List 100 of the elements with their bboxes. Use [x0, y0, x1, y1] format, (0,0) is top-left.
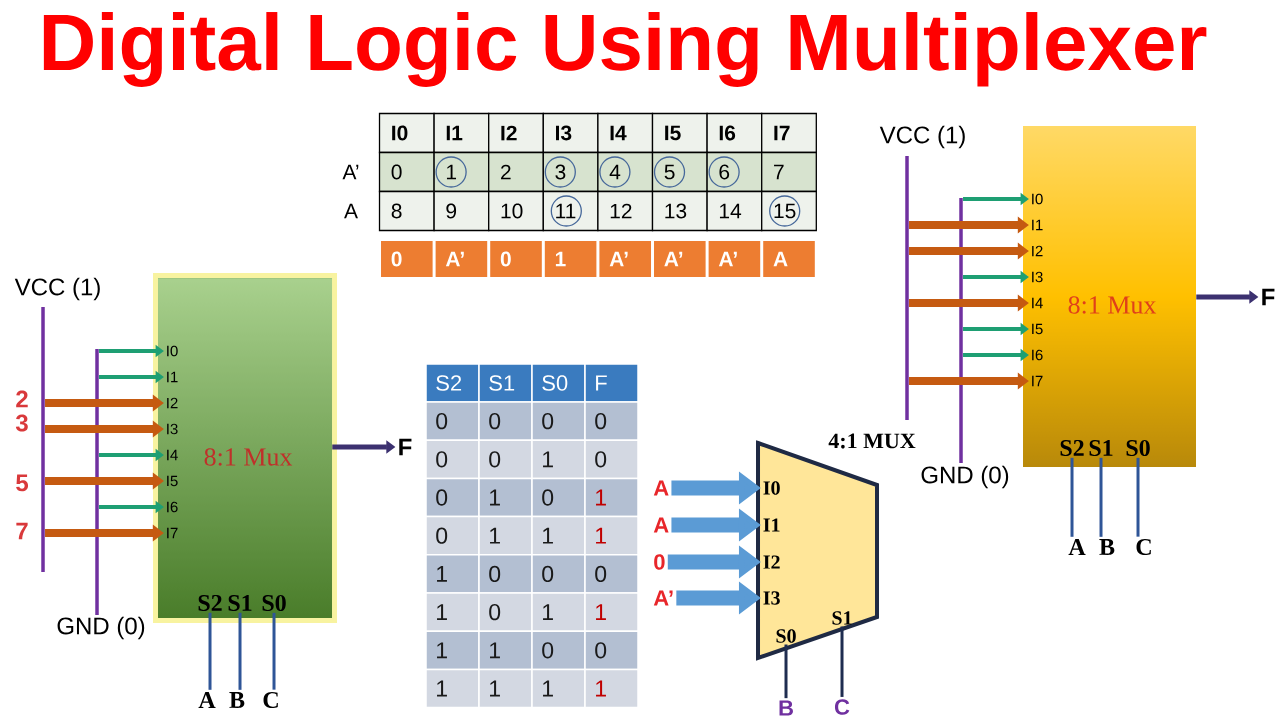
callout-number: 2	[16, 390, 28, 408]
pin-label: I1	[1032, 219, 1043, 231]
output-label: F	[1262, 288, 1275, 306]
header-cell: I5	[651, 112, 708, 154]
table-cell: 1	[584, 592, 639, 632]
table-cell: 0	[425, 401, 480, 441]
pin-label: I3	[167, 423, 178, 435]
table-cell: A’	[654, 241, 706, 277]
input-label: B	[229, 692, 245, 708]
pin-label: S1	[1089, 439, 1113, 457]
table-cell: 0	[425, 439, 480, 480]
pin-label: S1	[832, 611, 852, 625]
input-label: C	[1136, 538, 1151, 556]
header-cell: I4	[597, 112, 654, 154]
table-cell: 1	[425, 668, 480, 709]
table-cell: 1	[425, 592, 480, 632]
table-cell: 0	[425, 477, 480, 518]
table-cell: 7	[761, 151, 817, 193]
table-cell: 6	[706, 151, 763, 193]
table-cell: 0	[531, 401, 586, 441]
table-cell: 1	[584, 477, 639, 518]
pin-label: S0	[262, 594, 286, 612]
select-line	[272, 612, 276, 690]
row-label: A’	[342, 164, 359, 180]
pin-label: I5	[167, 475, 178, 487]
output-label: F	[399, 438, 412, 456]
table-cell: 0	[478, 554, 533, 594]
pin-label: I2	[763, 555, 780, 569]
pin-label: I2	[167, 397, 178, 409]
pin-label: S0	[776, 629, 796, 643]
pin-label: I3	[763, 591, 780, 605]
pin-label: I6	[167, 501, 178, 513]
input-label: A	[198, 692, 216, 708]
table-cell: 1	[544, 241, 597, 277]
table-cell: 0	[584, 630, 639, 671]
table-cell: 1	[531, 592, 586, 632]
select-line	[1136, 457, 1140, 537]
table-cell: 0	[381, 241, 433, 277]
table-cell: A’	[599, 241, 651, 277]
table-cell: 1	[478, 515, 533, 556]
table-cell: 1	[584, 668, 639, 709]
table-cell: 14	[706, 190, 763, 232]
callout-number: 5	[16, 474, 29, 492]
pin-label: S2	[198, 594, 222, 612]
input-label: A	[1068, 539, 1086, 555]
header-cell: S1	[478, 363, 533, 403]
pin-label: S2	[1060, 439, 1084, 457]
table-cell: 1	[478, 668, 533, 709]
title: Digital Logic Using Multiplexer	[43, 12, 1207, 87]
table-cell: 0	[584, 439, 639, 480]
table-cell: 5	[651, 151, 708, 193]
input-label: 0	[654, 554, 665, 570]
header-cell: I1	[433, 112, 490, 154]
table-cell: 13	[651, 190, 708, 232]
supply-label: GND (0)	[921, 465, 1009, 489]
pin-label: I3	[1032, 271, 1043, 283]
header-cell: F	[584, 363, 639, 403]
input-label: C	[834, 699, 850, 715]
table-cell: 1	[531, 668, 586, 709]
pin-label: I0	[1032, 193, 1043, 205]
table-cell: A’	[435, 241, 488, 277]
input-label: A	[653, 480, 669, 496]
pin-label: S1	[228, 594, 252, 612]
table-cell: 1	[584, 515, 639, 556]
header-cell: I7	[761, 112, 817, 154]
pin-label: I1	[763, 518, 780, 532]
table-cell: 0	[531, 477, 586, 518]
table-cell: 15	[761, 190, 817, 232]
pin-label: I1	[167, 371, 178, 383]
pin-label: I0	[167, 345, 178, 357]
table-cell: 0	[490, 241, 542, 277]
input-label: A’	[653, 590, 673, 606]
table-cell: 0	[531, 554, 586, 594]
pin-label: I0	[763, 481, 780, 495]
table-cell: 1	[531, 515, 586, 556]
table-cell: 0	[378, 151, 435, 193]
header-cell: S2	[425, 363, 480, 403]
table-cell: 1	[478, 630, 533, 671]
table-cell: 3	[542, 151, 599, 193]
table-cell: 1	[425, 630, 480, 671]
pin-label: S0	[1126, 439, 1150, 457]
table-cell: 0	[425, 515, 480, 556]
select-line	[1070, 457, 1074, 537]
input-label: C	[263, 691, 278, 709]
header-cell: I3	[542, 112, 599, 154]
input-label: B	[779, 700, 793, 716]
table-cell: 1	[478, 477, 533, 518]
table-cell: 10	[488, 190, 544, 232]
table-cell: 11	[542, 190, 599, 232]
supply-label: VCC (1)	[879, 125, 965, 149]
pin-label: I2	[1032, 245, 1043, 257]
table-cell: A’	[708, 241, 761, 277]
pin-label: I7	[167, 527, 178, 539]
table-cell: A	[763, 241, 815, 277]
supply-label: VCC (1)	[14, 277, 100, 301]
table-cell: 1	[425, 554, 480, 594]
input-label: A	[653, 517, 669, 533]
pin-label: I7	[1032, 375, 1043, 387]
input-label: B	[1099, 539, 1115, 555]
callout-number: 7	[16, 522, 28, 540]
